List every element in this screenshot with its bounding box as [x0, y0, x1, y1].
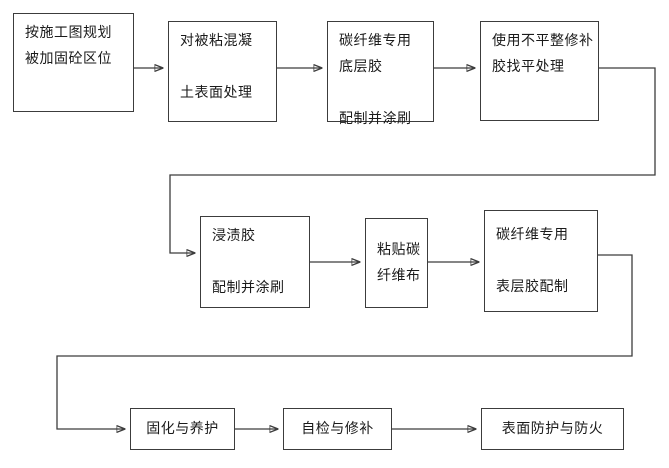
node-self-inspection-repair[interactable]: 自检与修补: [283, 408, 392, 450]
node-primer-adhesive-mixing[interactable]: 碳纤维专用 底层胶 配制并涂刷: [327, 21, 434, 127]
node-label: 自检与修补: [301, 421, 374, 437]
node-plan-reinforcement-area[interactable]: 按施工图规划 被加固砼区位: [13, 13, 134, 112]
node-label: 按施工图规划 被加固砼区位: [25, 25, 112, 67]
node-label: 浸渍胶 配制并涂刷: [212, 228, 285, 296]
node-label: 使用不平整修补 胶找平处理: [492, 33, 594, 75]
node-leveling-putty-repair[interactable]: 使用不平整修补 胶找平处理: [480, 21, 599, 121]
node-label: 碳纤维专用 底层胶 配制并涂刷: [339, 33, 412, 127]
node-label: 固化与养护: [146, 421, 219, 437]
node-curing-and-maintenance[interactable]: 固化与养护: [130, 408, 235, 450]
node-saturating-resin-mixing[interactable]: 浸渍胶 配制并涂刷: [200, 216, 310, 308]
node-label: 对被粘混凝 土表面处理: [180, 33, 253, 101]
node-concrete-surface-treatment[interactable]: 对被粘混凝 土表面处理: [168, 21, 277, 122]
node-bond-carbon-fiber-sheet[interactable]: 粘贴碳 纤维布: [365, 218, 428, 308]
node-surface-protection-fireproofing[interactable]: 表面防护与防火: [481, 408, 624, 450]
node-topcoat-adhesive-mixing[interactable]: 碳纤维专用 表层胶配制: [484, 210, 598, 312]
node-label: 碳纤维专用 表层胶配制: [496, 227, 569, 295]
node-label: 粘贴碳 纤维布: [377, 242, 421, 284]
node-label: 表面防护与防火: [501, 421, 604, 437]
